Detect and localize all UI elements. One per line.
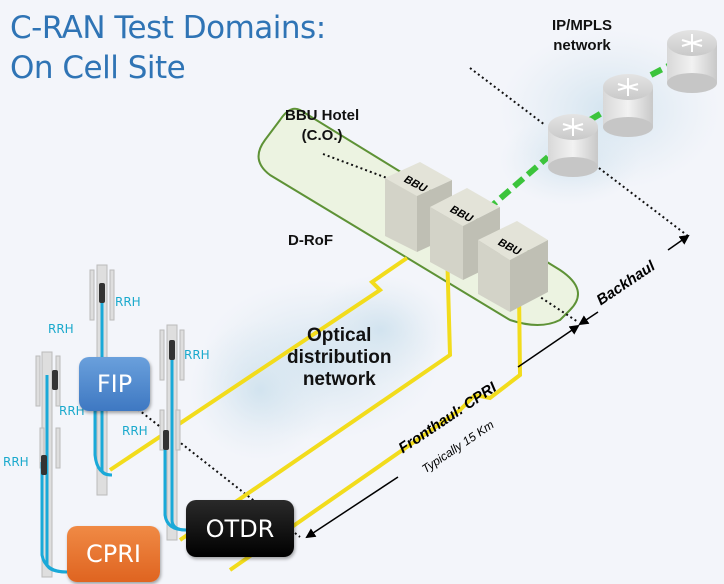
rrh-units (41, 283, 175, 475)
fiber-links (108, 248, 523, 572)
router-icon (667, 30, 717, 93)
bbu-hotel-label-line-1: BBU Hotel (285, 107, 360, 124)
rrh-label: RRH (122, 424, 148, 438)
rrh-label: RRH (48, 322, 74, 336)
router-icon (603, 74, 653, 137)
otdr-test-tool[interactable]: OTDR (186, 500, 294, 557)
ipmpls-network-label: IP/MPLS network (552, 16, 612, 56)
cpri-label: CPRI (86, 540, 141, 568)
odn-label-line-2: distribution (287, 347, 392, 368)
odn-label: Optical distribution network (287, 325, 391, 391)
page-title: C-RAN Test Domains: On Cell Site (10, 8, 326, 88)
rrh-label: RRH (184, 348, 210, 362)
ipmpls-label-line-2: network (553, 37, 611, 54)
fip-label: FIP (96, 370, 133, 398)
rrh-label: RRH (115, 295, 141, 309)
cpri-test-tool[interactable]: CPRI (67, 526, 160, 582)
bbu-hotel-label-line-2: (C.O.) (301, 127, 343, 144)
odn-cloud (190, 275, 450, 460)
d-rof-label: D-RoF (288, 232, 333, 249)
odn-label-line-3: network (302, 369, 376, 390)
rrh-label: RRH (59, 404, 85, 418)
title-line-2: On Cell Site (10, 50, 186, 86)
fip-test-tool[interactable]: FIP (79, 357, 150, 411)
bbu-hotel-label: BBU Hotel (C.O.) (285, 106, 359, 146)
otdr-label: OTDR (205, 514, 275, 543)
odn-label-line-1: Optical (307, 325, 372, 346)
bbu-unit (478, 221, 548, 312)
router-icon (548, 114, 598, 177)
rrh-cables (40, 285, 187, 574)
ipmpls-label-line-1: IP/MPLS (552, 17, 613, 34)
fronthaul-arrow (305, 324, 580, 539)
title-line-1: C-RAN Test Domains: (10, 10, 326, 46)
backhaul-arrow (578, 234, 690, 326)
rrh-label: RRH (3, 455, 29, 469)
